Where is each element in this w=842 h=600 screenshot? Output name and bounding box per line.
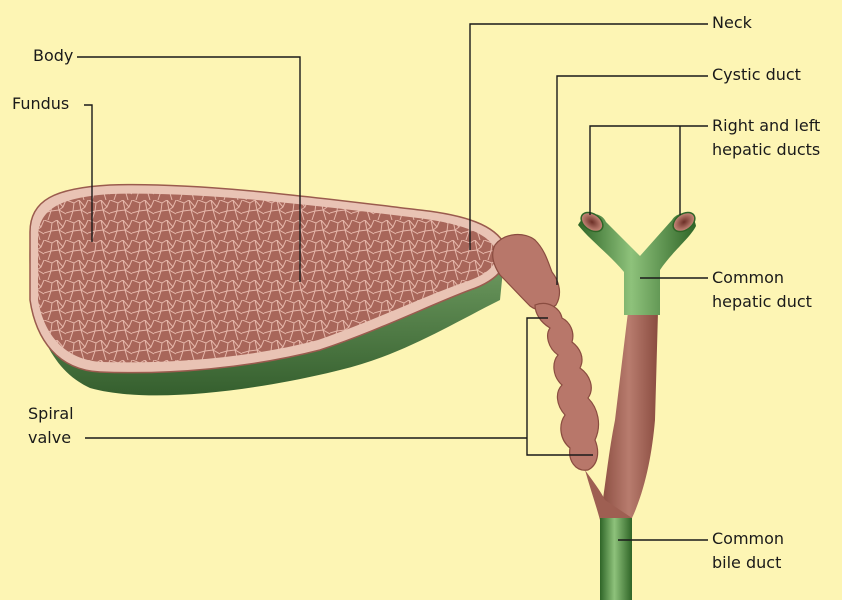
label-common-bile-line1: Common — [712, 528, 784, 550]
label-common-hepatic-line2: hepatic duct — [712, 291, 812, 313]
common-bile-duct-tube — [600, 518, 632, 600]
label-common-bile-line2: bile duct — [712, 552, 781, 574]
hepatic-duct-lumen — [600, 312, 658, 518]
gallbladder-neck — [493, 235, 560, 311]
leader-hepatic-ducts-right — [590, 126, 708, 215]
label-right-left-hepatic-line2: hepatic ducts — [712, 139, 820, 161]
label-fundus: Fundus — [12, 93, 69, 115]
label-right-left-hepatic-line1: Right and left — [712, 115, 820, 137]
cystic-duct-spiral — [535, 303, 599, 470]
label-spiral-valve-line1: Spiral — [28, 403, 74, 425]
label-neck: Neck — [712, 12, 752, 34]
label-body: Body — [33, 45, 73, 67]
label-spiral-valve-line2: valve — [28, 427, 71, 449]
label-cystic-duct: Cystic duct — [712, 64, 801, 86]
label-common-hepatic-line1: Common — [712, 267, 784, 289]
